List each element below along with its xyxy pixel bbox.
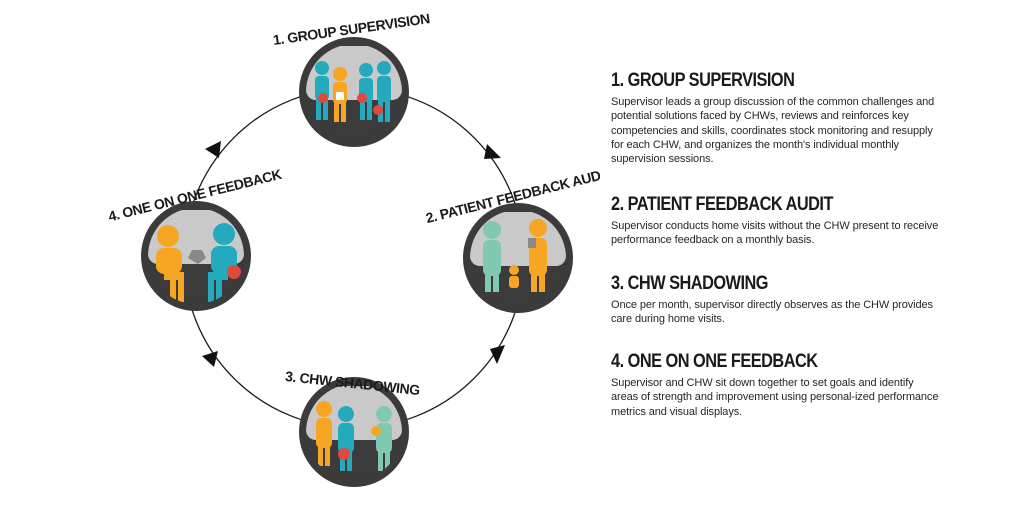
step-one-on-one-feedback: 4. ONE ON ONE FEEDBACK Supervisor and CH… [611,351,941,419]
one-on-one-feedback-icon [141,201,251,311]
step-heading: 2. PATIENT FEEDBACK AUDIT [611,194,833,215]
step-description: Once per month, supervisor directly obse… [611,299,933,326]
supervision-cycle-diagram: 1. GROUP SUPERVISION 2. PATIENT FEEDBACK… [107,10,600,487]
arrow-2-to-3 [490,345,505,364]
steps-description-panel: 1. GROUP SUPERVISION Supervisor leads a … [611,70,941,450]
step-description: Supervisor leads a group discussion of t… [611,96,935,166]
step-chw-shadowing: 3. CHW SHADOWING Once per month, supervi… [611,273,941,327]
step-description: Supervisor and CHW sit down together to … [611,377,939,418]
arrow-4-to-1 [205,141,221,158]
step-heading: 1. GROUP SUPERVISION [611,70,795,91]
step-description: Supervisor conducts home visits without … [611,220,939,247]
step-group-supervision: 1. GROUP SUPERVISION Supervisor leads a … [611,70,941,166]
arrow-1-to-2 [484,144,501,159]
step-heading: 3. CHW SHADOWING [611,273,768,294]
step-patient-feedback-audit: 2. PATIENT FEEDBACK AUDIT Supervisor con… [611,194,941,248]
patient-feedback-icon [463,203,573,313]
arrow-3-to-4 [202,351,218,367]
group-supervision-icon [299,37,409,147]
step-heading: 4. ONE ON ONE FEEDBACK [611,351,818,372]
chw-shadowing-icon [299,377,409,487]
